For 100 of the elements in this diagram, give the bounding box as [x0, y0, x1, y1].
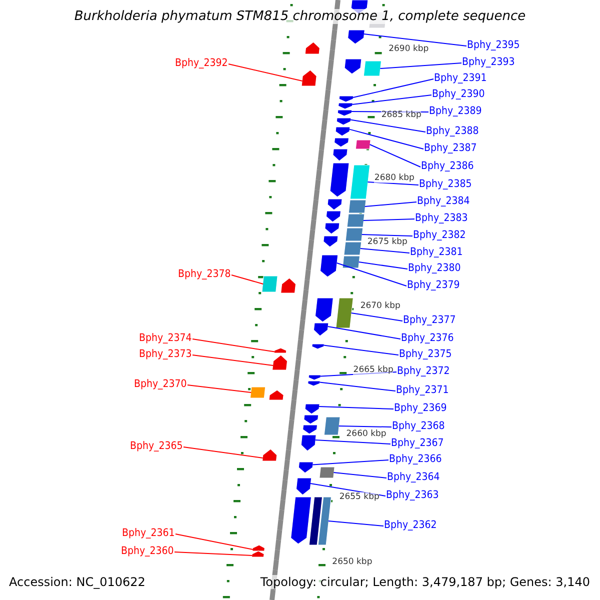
leader-line [336, 262, 407, 286]
leader-line [364, 202, 417, 207]
gene-feature [320, 254, 338, 278]
gene-feature [344, 58, 362, 74]
gene-feature [298, 462, 314, 474]
leader-line [333, 472, 387, 478]
gene-block [355, 140, 371, 150]
gene-label: Bphy_2377 [403, 314, 456, 327]
leader-line [362, 218, 415, 221]
gene-feature [326, 210, 342, 222]
gene-label: Bphy_2362 [384, 519, 437, 532]
leader-line [358, 262, 408, 270]
gene-block [308, 496, 323, 546]
gene-feature [262, 448, 278, 462]
gene-label: Bphy_2371 [396, 384, 449, 397]
gene-label: Bphy_2364 [387, 471, 440, 484]
gene-feature [304, 414, 319, 424]
leader-line [318, 406, 394, 410]
accession-text: Accession: NC_010622 [9, 575, 146, 589]
gene-feature [324, 222, 340, 234]
gene-label: Bphy_2372 [397, 365, 450, 378]
leader-line [350, 119, 426, 132]
gene-label: Bphy_2386 [421, 160, 474, 173]
gene-feature [307, 380, 320, 386]
gene-label: Bphy_2365 [130, 440, 183, 453]
gene-label: Bphy_2375 [399, 348, 452, 361]
gene-block [319, 466, 335, 478]
leader-line [319, 382, 396, 392]
leader-line [192, 354, 274, 366]
scale-label: 2650 kbp [332, 557, 372, 567]
gene-label: Bphy_2379 [407, 279, 460, 292]
scale-label: 2665 kbp [353, 365, 394, 375]
gene-feature [300, 434, 316, 452]
leader-line [338, 426, 392, 428]
leader-line [350, 312, 403, 322]
leader-line [360, 248, 410, 254]
leader-line [314, 440, 391, 444]
gene-label: Bphy_2382 [413, 229, 466, 242]
gene-feature [252, 544, 266, 552]
gene-label: Bphy_2390 [432, 88, 485, 101]
leader-line [187, 384, 252, 393]
leader-line [350, 111, 429, 112]
gene-label: Bphy_2380 [408, 262, 461, 275]
leader-line [369, 144, 421, 168]
gene-block [262, 276, 278, 292]
leader-line [352, 78, 434, 98]
leader-line [192, 338, 276, 352]
gene-label: Bphy_2373 [139, 348, 192, 361]
gene-block [345, 228, 364, 242]
leader-line [364, 34, 467, 46]
leader-line [231, 274, 264, 284]
leader-line [367, 182, 419, 186]
leader-line [327, 326, 401, 340]
gene-feature [347, 30, 366, 44]
sequence-info-text: Topology: circular; Length: 3,479,187 bp; Genes: 3,140 [260, 575, 590, 589]
leader-line [183, 446, 264, 458]
gene-block [250, 386, 266, 398]
gene-label: Bphy_2361 [122, 527, 175, 540]
leader-line [310, 483, 386, 496]
gene-label: Bphy_2363 [386, 489, 439, 502]
leader-line [228, 64, 303, 82]
gene-block [324, 416, 340, 436]
gene-feature [338, 102, 354, 110]
scale-label: 2655 kbp [339, 492, 380, 502]
gene-label: Bphy_2384 [417, 195, 470, 208]
gene-feature [280, 278, 296, 294]
gene-label: Bphy_2389 [429, 105, 482, 118]
gene-block [350, 164, 370, 200]
scale-label: 2680 kbp [374, 173, 414, 183]
scale-label: 2690 kbp [388, 44, 429, 54]
leader-line [174, 552, 253, 556]
scale-label: 2660 kbp [346, 429, 386, 439]
leader-line [349, 128, 424, 150]
gene-block [344, 242, 362, 256]
scale-label: 2685 kbp [381, 110, 422, 120]
gene-feature [251, 550, 264, 558]
leader-line [312, 460, 389, 466]
gene-feature [304, 42, 320, 54]
gene-feature [336, 118, 352, 126]
gene-label: Bphy_2381 [410, 246, 463, 259]
gene-label: Bphy_2369 [394, 402, 447, 415]
gene-block [342, 256, 360, 268]
gene-feature [338, 96, 354, 102]
leader-line [323, 344, 399, 356]
leader-line [352, 94, 432, 105]
gene-block [336, 298, 354, 328]
gene-label: Bphy_2395 [467, 39, 520, 52]
gene-feature [335, 126, 350, 136]
gene-feature [312, 344, 325, 350]
gene-feature [268, 390, 284, 400]
gene-label: Bphy_2367 [391, 437, 444, 450]
scale-label: 2670 kbp [360, 301, 400, 311]
gene-label: Bphy_2376 [401, 332, 454, 345]
leader-line [175, 534, 254, 550]
gene-feature [302, 424, 318, 434]
gene-feature [296, 478, 312, 496]
gene-label: Bphy_2383 [415, 212, 468, 225]
leader-line [380, 62, 462, 69]
gene-label: Bphy_2370 [134, 378, 187, 391]
gene-feature [337, 110, 352, 116]
